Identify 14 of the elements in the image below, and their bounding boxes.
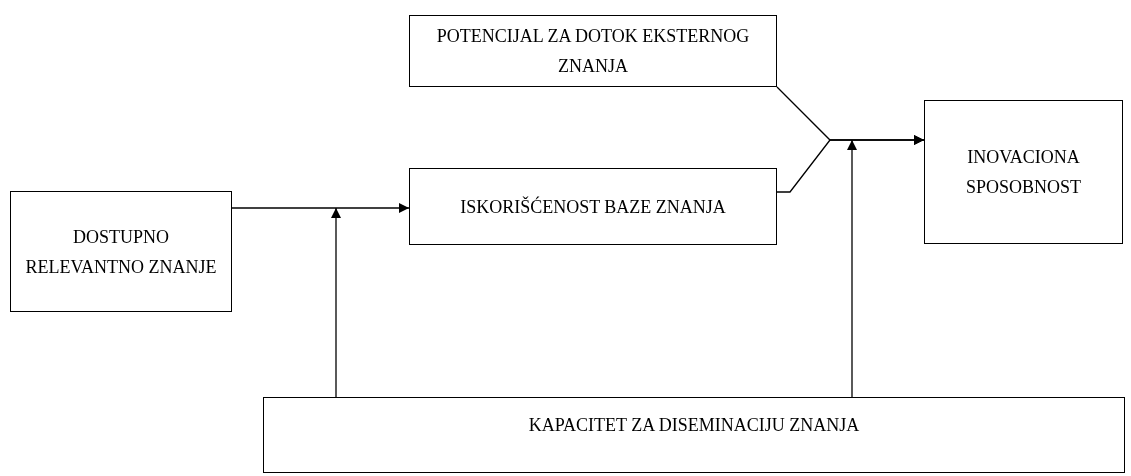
- arrow: [847, 139, 857, 398]
- process-box: [924, 100, 1123, 244]
- arrow: [231, 203, 410, 213]
- box-label: KAPACITET ZA DISEMINACIJU ZNANJA: [528, 414, 860, 437]
- process-box: [409, 168, 777, 245]
- arrow: [776, 135, 925, 193]
- process-box: [409, 15, 777, 87]
- box-label: DOSTUPNO RELEVANTNO ZNANJE: [24, 225, 218, 279]
- process-box: [10, 191, 232, 312]
- box-label: ISKORIŠĆENOST BAZE ZNANJA: [460, 195, 726, 219]
- arrow: [331, 207, 341, 398]
- box-label: POTENCIJAL ZA DOTOK EKSTERNOG ZNANJA: [435, 25, 751, 78]
- process-box: [263, 397, 1125, 473]
- box-label: INOVACIONA SPOSOBNOST: [964, 146, 1082, 199]
